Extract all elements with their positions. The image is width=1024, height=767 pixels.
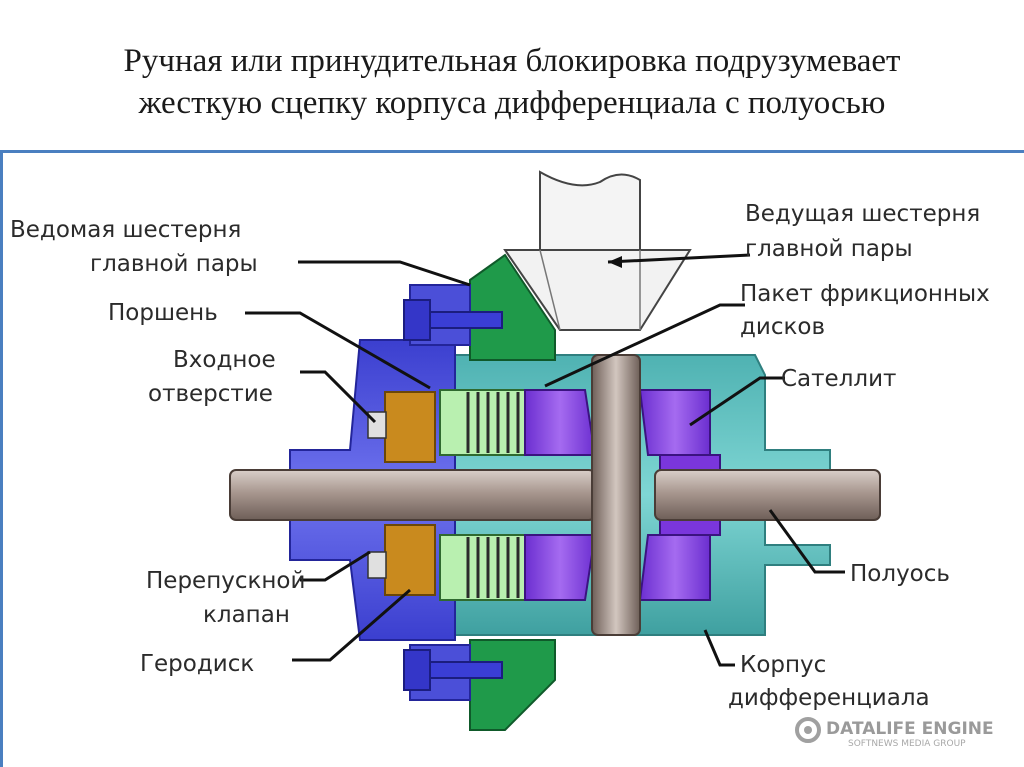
label-bypass-2: клапан	[203, 602, 290, 628]
drive-gear	[503, 170, 692, 331]
watermark: DATALIFE ENGINE SOFTNEWS MEDIA GROUP	[795, 717, 994, 749]
watermark-sub: SOFTNEWS MEDIA GROUP	[848, 739, 966, 749]
label-bypass-1: Перепускной	[146, 568, 305, 594]
label-drive-gear-2: главной пары	[745, 236, 913, 262]
watermark-logo-icon	[795, 717, 821, 743]
watermark-brand: DATALIFE ENGINE	[826, 719, 994, 739]
label-satellite: Сателлит	[781, 366, 896, 392]
gerodisk	[367, 391, 436, 596]
label-housing-1: Корпус	[740, 652, 826, 678]
label-drive-gear-1: Ведущая шестерня	[745, 201, 980, 227]
cross-pin	[591, 354, 641, 636]
friction-disc-pack	[439, 389, 526, 601]
label-housing-2: дифференциала	[728, 685, 930, 711]
leader-lines	[245, 253, 845, 667]
label-inlet-2: отверстие	[148, 381, 273, 407]
label-axle: Полуось	[850, 561, 950, 587]
label-friction-1: Пакет фрикционных	[740, 281, 990, 307]
label-piston: Поршень	[108, 300, 218, 326]
label-gerodisk: Геродиск	[140, 651, 254, 677]
slide-title: Ручная или принудительная блокировка под…	[0, 40, 1024, 124]
label-inlet-1: Входное	[173, 347, 276, 373]
label-driven-gear-2: главной пары	[90, 251, 258, 277]
title-line-1: Ручная или принудительная блокировка под…	[123, 43, 901, 79]
label-friction-2: дисков	[740, 314, 825, 340]
label-driven-gear-1: Ведомая шестерня	[10, 217, 241, 243]
axle-shaft	[229, 469, 881, 521]
title-line-2: жесткую сцепку корпуса дифференциала с п…	[138, 85, 886, 121]
